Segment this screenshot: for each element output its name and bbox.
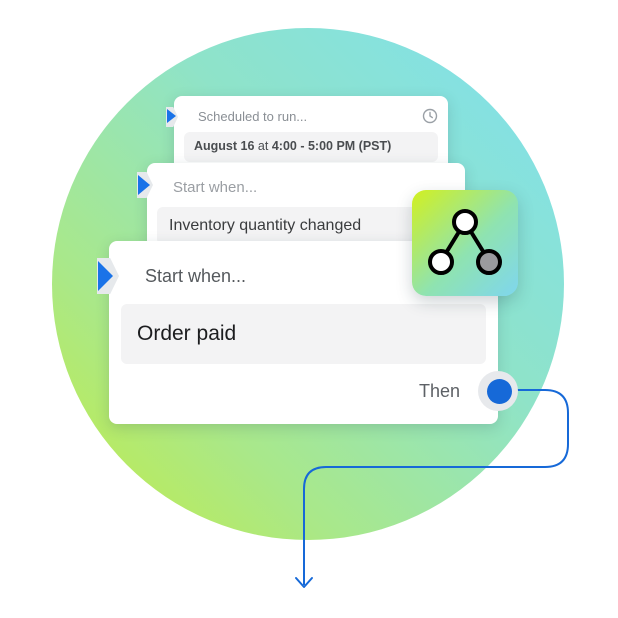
- then-label: Then: [419, 381, 461, 401]
- schedule-field[interactable]: August 16 at 4:00 - 5:00 PM (PST): [184, 132, 438, 162]
- card-label: Start when...: [173, 179, 258, 196]
- clock-icon: [422, 108, 438, 124]
- schedule-trigger-card[interactable]: Scheduled to run... August 16 at 4:00 - …: [166, 96, 448, 172]
- card-label: Scheduled to run...: [198, 109, 308, 124]
- card-label: Start when...: [145, 266, 247, 286]
- inventory-value: Inventory quantity changed: [169, 217, 362, 234]
- connector-path: [303, 389, 569, 585]
- inventory-field[interactable]: Inventory quantity changed: [157, 207, 455, 245]
- card-tab-marker: [98, 261, 113, 291]
- workflow-app-icon[interactable]: [412, 190, 518, 296]
- arrow-down-icon: [295, 577, 313, 588]
- workflow-nodes-icon: [428, 209, 502, 275]
- schedule-value: August 16 at 4:00 - 5:00 PM (PST): [194, 139, 392, 153]
- order-value: Order paid: [137, 322, 237, 345]
- card-tab-marker: [138, 175, 150, 195]
- card-tab-marker: [167, 109, 176, 123]
- then-port-dot[interactable]: [487, 379, 512, 404]
- order-field[interactable]: Order paid: [121, 304, 486, 364]
